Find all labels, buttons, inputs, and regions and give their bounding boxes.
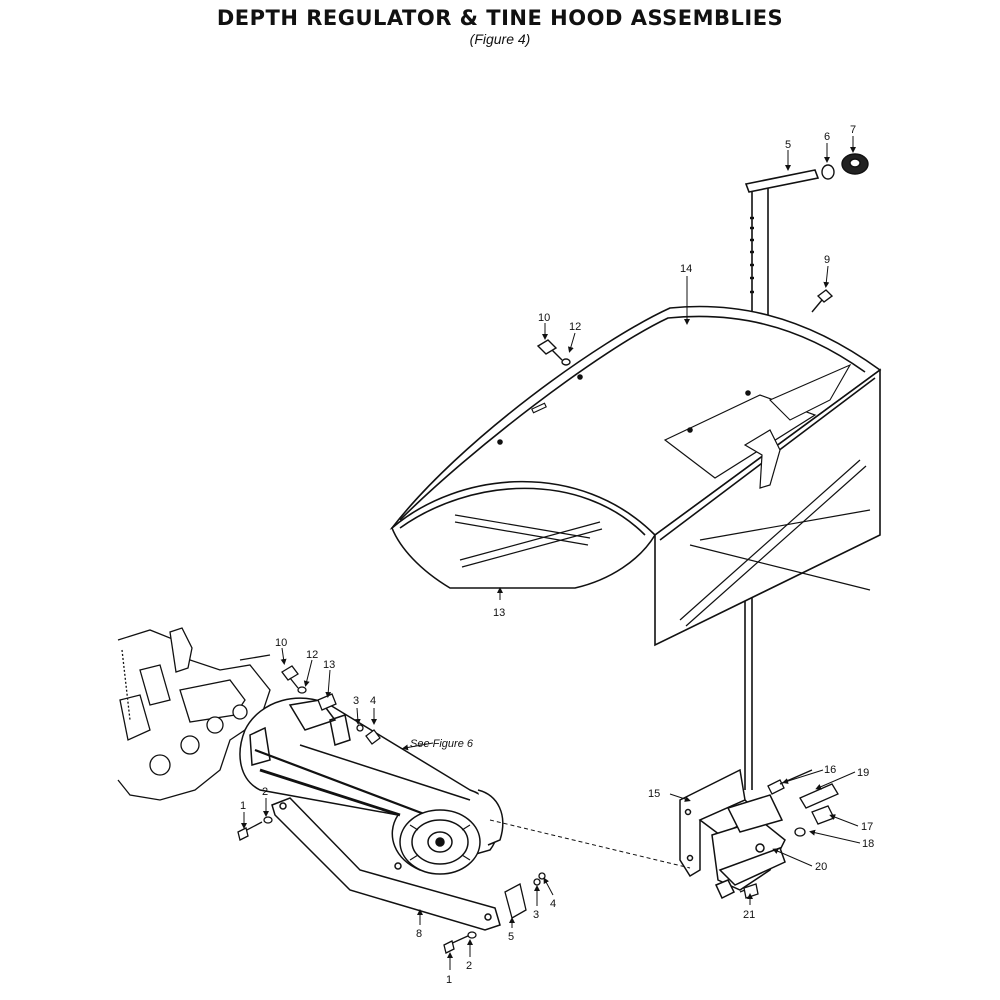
see-figure-note: See Figure 6: [410, 738, 474, 750]
figure-subtitle: (Figure 4): [469, 31, 531, 47]
callout-6: 6: [824, 131, 830, 143]
callout-15: 15: [648, 788, 660, 800]
callout-10: 10: [538, 312, 550, 324]
callout-20: 20: [815, 861, 827, 873]
callout-labels: 5 6 7 9 14 10 12 13 10 12 13 3 4 1 2 8 5…: [240, 124, 874, 986]
transmission-housing: [239, 697, 504, 875]
callout-leaders: [241, 136, 861, 970]
callout-18: 18: [862, 838, 874, 850]
callout-2-lower: 2: [466, 960, 472, 972]
callout-10-transmission: 10: [275, 637, 287, 649]
callout-1-arm: 1: [240, 800, 246, 812]
page-title: DEPTH REGULATOR & TINE HOOD ASSEMBLIES: [216, 6, 784, 30]
callout-12: 12: [569, 321, 581, 333]
hood-bolt: [536, 339, 571, 366]
depth-arm: [271, 797, 501, 931]
knob: [841, 153, 869, 175]
callout-4-transmission: 4: [370, 695, 376, 707]
callout-2-arm: 2: [262, 786, 268, 798]
callout-7: 7: [850, 124, 856, 136]
callout-9: 9: [824, 254, 830, 266]
callout-3-arm: 3: [533, 909, 539, 921]
callout-17: 17: [861, 821, 873, 833]
callout-21: 21: [743, 909, 755, 921]
callout-4-arm: 4: [550, 898, 556, 910]
carriage-bolt: [811, 289, 834, 313]
callout-5: 5: [785, 139, 791, 151]
callout-1-lower: 1: [446, 974, 452, 986]
callout-8: 8: [416, 928, 422, 940]
lock-nut: [821, 164, 835, 180]
arm-hardware: [237, 816, 546, 954]
bracket-hardware: [739, 769, 839, 899]
callout-16: 16: [824, 764, 836, 776]
bracket-assembly: [679, 768, 786, 900]
callout-13-transmission: 13: [323, 659, 335, 671]
callout-13: 13: [493, 607, 505, 619]
callout-14: 14: [680, 263, 692, 275]
tiller-frame: [117, 627, 271, 801]
tine-hood: [389, 305, 882, 647]
transmission-hardware: [281, 665, 381, 745]
assembly-line: [489, 819, 691, 869]
callout-12-transmission: 12: [306, 649, 318, 661]
callout-5-arm: 5: [508, 931, 514, 943]
callout-19: 19: [857, 767, 869, 779]
callout-3-transmission: 3: [353, 695, 359, 707]
